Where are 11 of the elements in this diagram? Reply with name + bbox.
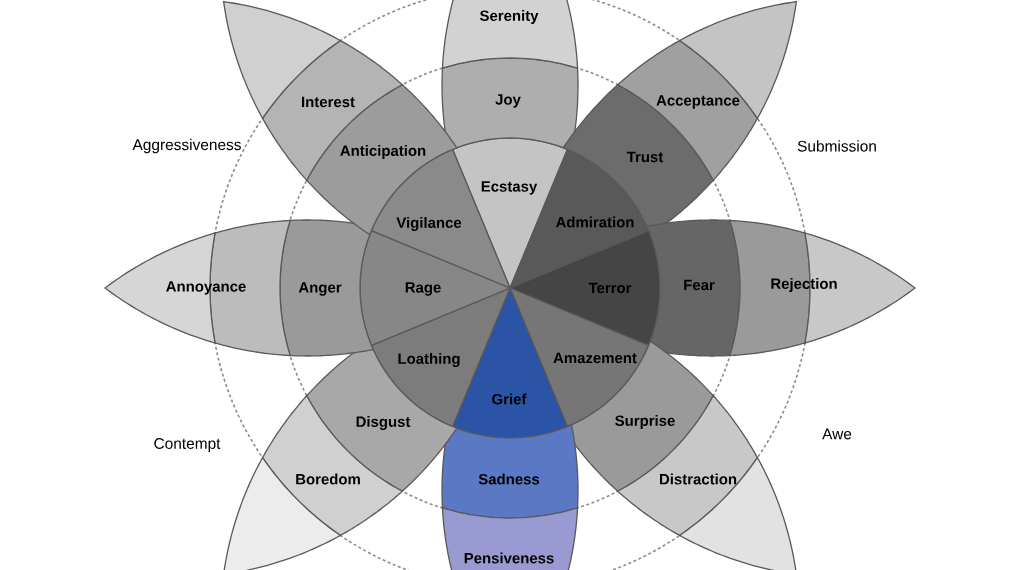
emotion-segment: Sadness — [441, 423, 579, 519]
emotion-segment: Serenity — [441, 0, 579, 70]
emotion-segment: Anger — [279, 219, 375, 357]
emotion-segment: Fear — [645, 219, 741, 357]
dyad-label: Submission — [797, 140, 876, 152]
dyad-label: Contempt — [154, 438, 221, 452]
dyad-label: Awe — [822, 428, 852, 440]
emotion-segment: Joy — [441, 57, 579, 153]
emotion-segment: Annoyance — [103, 219, 292, 357]
emotion-segment: Pensiveness — [441, 506, 579, 570]
emotion-segment: Rejection — [728, 219, 917, 357]
